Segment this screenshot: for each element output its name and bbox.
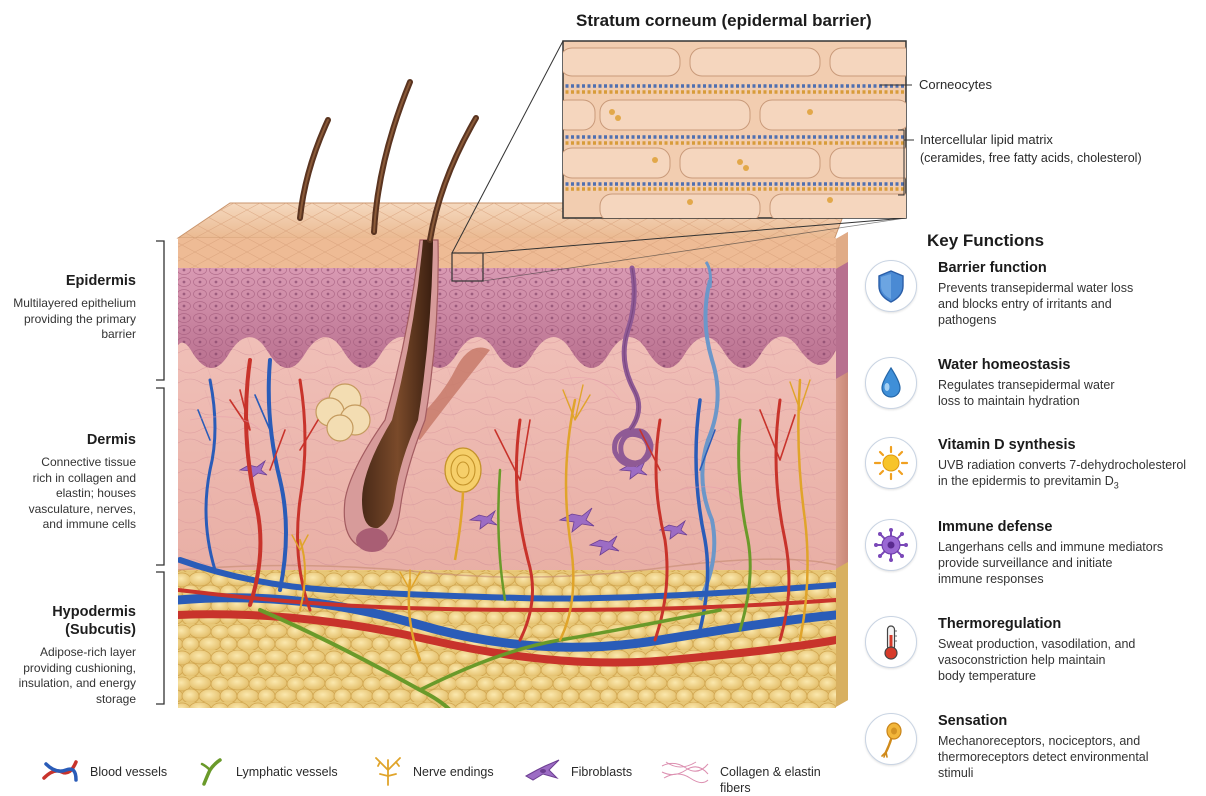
function-desc: Mechanoreceptors, nociceptors, and therm… [938,733,1206,781]
function-desc-line-with-subscript: in the epidermis to previtamin D3 [938,473,1206,494]
layer-title: Dermis [0,431,136,449]
layer-desc-line: Multilayered epithelium [0,296,136,312]
layer-desc-line: vasculature, nerves, [0,502,136,518]
function-desc: Sweat production, vasodilation, and vaso… [938,636,1206,684]
function-desc-line: UVB radiation converts 7-dehydrocholeste… [938,457,1206,473]
function-title: Thermoregulation [938,616,1061,632]
function-desc-line: vasoconstriction help maintain [938,652,1206,668]
function-title: Vitamin D synthesis [938,437,1076,453]
layer-brackets [156,241,164,704]
function-desc-line: pathogens [938,312,1206,328]
fibroblast-icon [523,756,563,786]
function-desc: Prevents transepidermal water loss and b… [938,280,1206,328]
layer-title: Epidermis [0,272,136,290]
function-thermoregulation: Thermoregulation Sweat production, vasod… [865,616,1205,686]
legend-label-line: Collagen & elastin [720,764,821,780]
legend-label: Blood vessels [90,764,167,780]
function-desc: UVB radiation converts 7-dehydrocholeste… [938,457,1206,494]
function-vitamin-d: Vitamin D synthesis UVB radiation conver… [865,437,1205,507]
function-water-homeostasis: Water homeostasis Regulates transepiderm… [865,357,1205,427]
function-desc-line: and blocks entry of irritants and [938,296,1206,312]
lipid-matrix-label: Intercellular lipid matrix [920,132,1053,148]
layer-desc-line: elastin; houses [0,486,136,502]
shield-icon [865,260,917,312]
layer-hypodermis: Hypodermis (Subcutis) Adipose-rich layer… [0,603,136,707]
function-desc: Langerhans cells and immune mediators pr… [938,539,1206,587]
function-desc-line: loss to maintain hydration [938,393,1206,409]
layer-title: (Subcutis) [0,621,136,639]
function-title: Water homeostasis [938,357,1070,373]
layer-desc-line: and immune cells [0,517,136,533]
function-desc-line: thermoreceptors detect environmental [938,749,1206,765]
layer-desc-line: providing cushioning, [0,661,136,677]
function-desc-line: Sweat production, vasodilation, and [938,636,1206,652]
function-desc-line: Prevents transepidermal water loss [938,280,1206,296]
layer-desc-line: insulation, and energy [0,676,136,692]
function-title: Immune defense [938,519,1052,535]
function-title: Barrier function [938,260,1047,276]
function-barrier: Barrier function Prevents transepidermal… [865,260,1205,330]
layer-desc-line: Adipose-rich layer [0,645,136,661]
layer-desc-line: barrier [0,327,136,343]
function-desc: Regulates transepidermal water loss to m… [938,377,1206,409]
layer-dermis: Dermis Connective tissue rich in collage… [0,431,136,533]
layer-title: Hypodermis [0,603,136,621]
sun-icon [865,437,917,489]
function-desc-line: body temperature [938,668,1206,684]
tissue-block-side [834,232,848,708]
key-functions-heading: Key Functions [927,231,1044,251]
blood-vessel-icon [40,756,80,786]
layer-desc-line: storage [0,692,136,708]
water-drop-icon [865,357,917,409]
inset-title: Stratum corneum (epidermal barrier) [576,11,872,31]
legend-label: Nerve endings [413,764,494,780]
corneocytes-label: Corneocytes [919,77,992,93]
collagen-fiber-icon [660,756,710,786]
layer-desc-line: Connective tissue [0,455,136,471]
nerve-ending-icon [370,756,406,786]
function-desc-line: Regulates transepidermal water [938,377,1206,393]
thermometer-icon [865,616,917,668]
lymphatic-vessel-icon [196,756,226,786]
legend-label: Collagen & elastin fibers [720,764,821,796]
function-sensation: Sensation Mechanoreceptors, nociceptors,… [865,713,1205,783]
function-desc-line: immune responses [938,571,1206,587]
legend-label-line: fibers [720,780,821,796]
tissue-block-front [178,238,836,710]
function-immune-defense: Immune defense Langerhans cells and immu… [865,519,1205,589]
subscript-3: 3 [1114,481,1119,491]
layer-desc-line: providing the primary [0,312,136,328]
legend-label: Lymphatic vessels [236,764,338,780]
function-desc-line: provide surveillance and initiate [938,555,1206,571]
function-desc-line: Mechanoreceptors, nociceptors, and [938,733,1206,749]
layer-epidermis: Epidermis Multilayered epithelium provid… [0,272,136,343]
function-desc-line: Langerhans cells and immune mediators [938,539,1206,555]
legend-label: Fibroblasts [571,764,632,780]
lipid-matrix-sublabel: (ceramides, free fatty acids, cholestero… [920,150,1142,166]
stratum-corneum-inset [555,41,920,222]
immune-cell-icon [865,519,917,571]
layer-desc-line: rich in collagen and [0,471,136,487]
neuron-icon [865,713,917,765]
function-desc-line: stimuli [938,765,1206,781]
function-desc-line: in the epidermis to previtamin D [938,474,1114,488]
function-title: Sensation [938,713,1007,729]
